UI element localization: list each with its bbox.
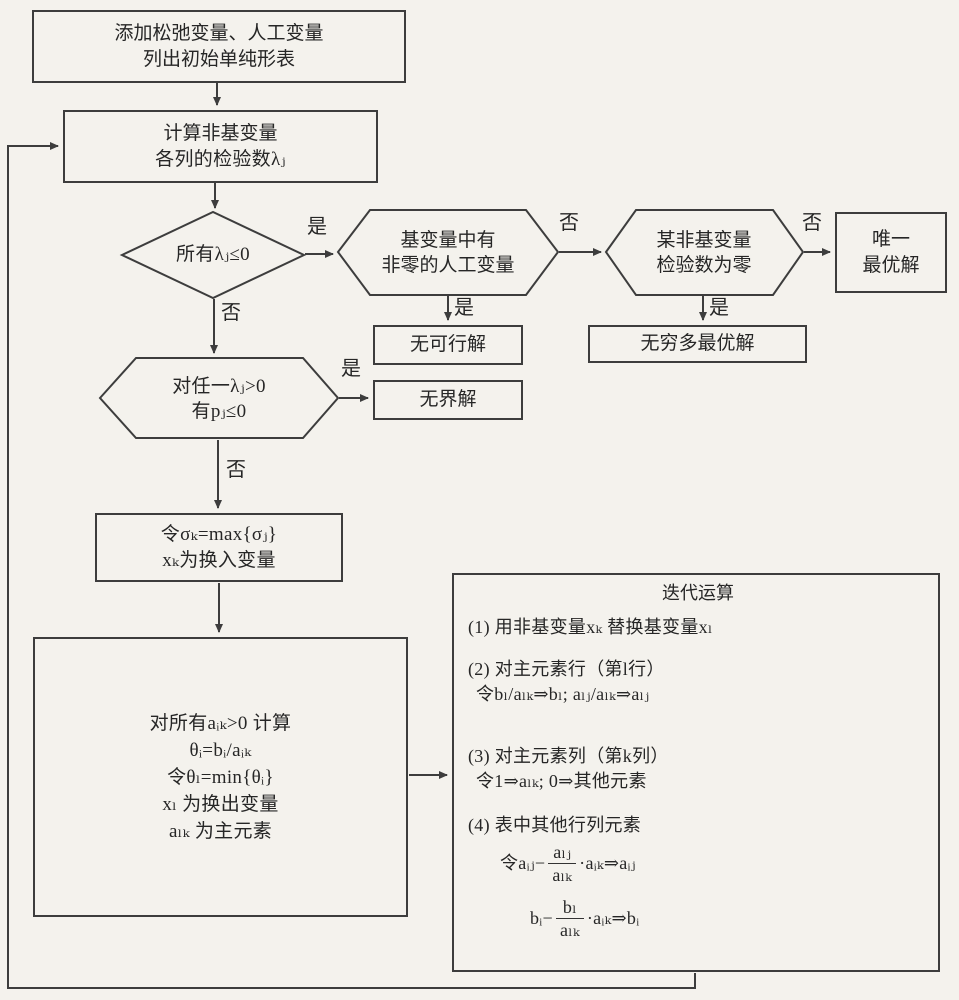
node-infeasible: 无可行解 bbox=[373, 325, 523, 365]
node-compute-line2: 各列的检验数λⱼ bbox=[155, 148, 286, 170]
node-entering-variable: 令σₖ=max{σⱼ} xₖ为换入变量 bbox=[95, 513, 343, 582]
formula1-numerator: aₗⱼ bbox=[548, 842, 577, 864]
label-anylambda-no: 否 bbox=[226, 459, 246, 481]
node-unique-line1: 唯一 bbox=[871, 228, 910, 250]
formula2-prefix: bᵢ− bbox=[530, 908, 553, 928]
node-unique-optimal: 唯一 最优解 bbox=[835, 212, 947, 293]
label-zerocheck-yes: 是 bbox=[709, 297, 729, 319]
formula2-suffix: ·aᵢₖ⇒bᵢ bbox=[586, 908, 640, 928]
hexagon-any-lambda-label: 对任一λⱼ>0 有pⱼ≤0 bbox=[129, 374, 309, 424]
hexagon-zero-check-line2: 检验数为零 bbox=[656, 255, 752, 276]
ratio-line3: 令θₗ=min{θᵢ} bbox=[167, 766, 274, 788]
node-start-line1: 添加松弛变量、人工变量 bbox=[114, 22, 324, 44]
formula1-prefix: 令aᵢⱼ− bbox=[500, 853, 546, 873]
iterate-item4-formula1: 令aᵢⱼ− aₗⱼ aₗₖ ·aᵢₖ⇒aᵢⱼ bbox=[468, 842, 928, 885]
formula1-suffix: ·aᵢₖ⇒aᵢⱼ bbox=[579, 853, 636, 873]
formula1-fraction: aₗⱼ aₗₖ bbox=[548, 842, 577, 885]
hexagon-zero-check-line1: 某非基变量 bbox=[656, 230, 752, 251]
node-infinite-label: 无穷多最优解 bbox=[640, 333, 755, 354]
label-diamond-no: 否 bbox=[221, 302, 241, 324]
formula2-denominator: aₗₖ bbox=[560, 920, 580, 940]
node-unique-line2: 最优解 bbox=[862, 254, 920, 276]
hexagon-any-lambda bbox=[98, 357, 340, 439]
hexagon-zero-check bbox=[604, 209, 805, 296]
feedback-loop-line bbox=[7, 142, 696, 989]
node-iterate: 迭代运算 (1) 用非基变量xₖ 替换基变量xₗ (2) 对主元素行（第l行） … bbox=[452, 573, 940, 972]
formula2-fraction: bₗ aₗₖ bbox=[556, 897, 584, 940]
iterate-item3-formula: 令1⇒aₗₖ; 0⇒其他元素 bbox=[476, 771, 647, 791]
ratio-line2: θᵢ=bᵢ/aᵢₖ bbox=[189, 739, 252, 761]
node-infeasible-label: 无可行解 bbox=[409, 334, 486, 355]
node-start-line2: 列出初始单纯形表 bbox=[142, 48, 295, 70]
hexagon-artificial bbox=[336, 209, 560, 296]
hexagon-any-lambda-line1: 对任一λⱼ>0 bbox=[172, 376, 266, 397]
label-artificial-yes: 是 bbox=[454, 297, 474, 319]
iterate-item2: (2) 对主元素行（第l行） bbox=[468, 659, 665, 679]
node-entering-line2: xₖ为换入变量 bbox=[162, 549, 276, 571]
diamond-all-lambda bbox=[119, 210, 307, 300]
iterate-title: 迭代运算 bbox=[662, 583, 734, 603]
label-zerocheck-no: 否 bbox=[802, 212, 822, 234]
diamond-all-lambda-label: 所有λⱼ≤0 bbox=[176, 244, 250, 265]
iterate-item3: (3) 对主元素列（第k列） bbox=[468, 746, 669, 766]
ratio-line5: aₗₖ 为主元素 bbox=[168, 820, 273, 842]
hexagon-artificial-line2: 非零的人工变量 bbox=[381, 255, 515, 276]
node-compute-line1: 计算非基变量 bbox=[163, 122, 278, 144]
label-artificial-no: 否 bbox=[559, 212, 579, 234]
hexagon-artificial-line1: 基变量中有 bbox=[400, 230, 496, 251]
formula2-numerator: bₗ bbox=[556, 897, 584, 919]
node-infinite-optimal: 无穷多最优解 bbox=[588, 325, 807, 363]
iterate-item4: (4) 表中其他行列元素 bbox=[468, 815, 642, 835]
node-compute: 计算非基变量 各列的检验数λⱼ bbox=[63, 110, 378, 183]
node-start: 添加松弛变量、人工变量 列出初始单纯形表 bbox=[32, 10, 406, 83]
ratio-line4: xₗ 为换出变量 bbox=[162, 793, 279, 815]
label-diamond-yes: 是 bbox=[307, 216, 327, 238]
hexagon-zero-check-label: 某非基变量 检验数为零 bbox=[614, 228, 794, 278]
formula1-denominator: aₗₖ bbox=[552, 865, 573, 885]
hexagon-artificial-label: 基变量中有 非零的人工变量 bbox=[358, 228, 538, 278]
node-entering-line1: 令σₖ=max{σⱼ} bbox=[160, 523, 278, 545]
node-unbounded-label: 无界解 bbox=[419, 389, 477, 410]
iterate-item1: (1) 用非基变量xₖ 替换基变量xₗ bbox=[468, 617, 713, 637]
label-anylambda-yes: 是 bbox=[341, 358, 361, 380]
node-unbounded: 无界解 bbox=[373, 380, 523, 420]
node-ratio-test: 对所有aᵢₖ>0 计算 θᵢ=bᵢ/aᵢₖ 令θₗ=min{θᵢ} xₗ 为换出… bbox=[33, 637, 408, 917]
ratio-line1: 对所有aᵢₖ>0 计算 bbox=[149, 712, 292, 734]
hexagon-any-lambda-line2: 有pⱼ≤0 bbox=[191, 401, 247, 422]
iterate-item4-formula2: bᵢ− bₗ aₗₖ ·aᵢₖ⇒bᵢ bbox=[468, 897, 928, 940]
iterate-item2-formula: 令bₗ/aₗₖ⇒bₗ; aₗⱼ/aₗₖ⇒aₗⱼ bbox=[476, 684, 650, 704]
